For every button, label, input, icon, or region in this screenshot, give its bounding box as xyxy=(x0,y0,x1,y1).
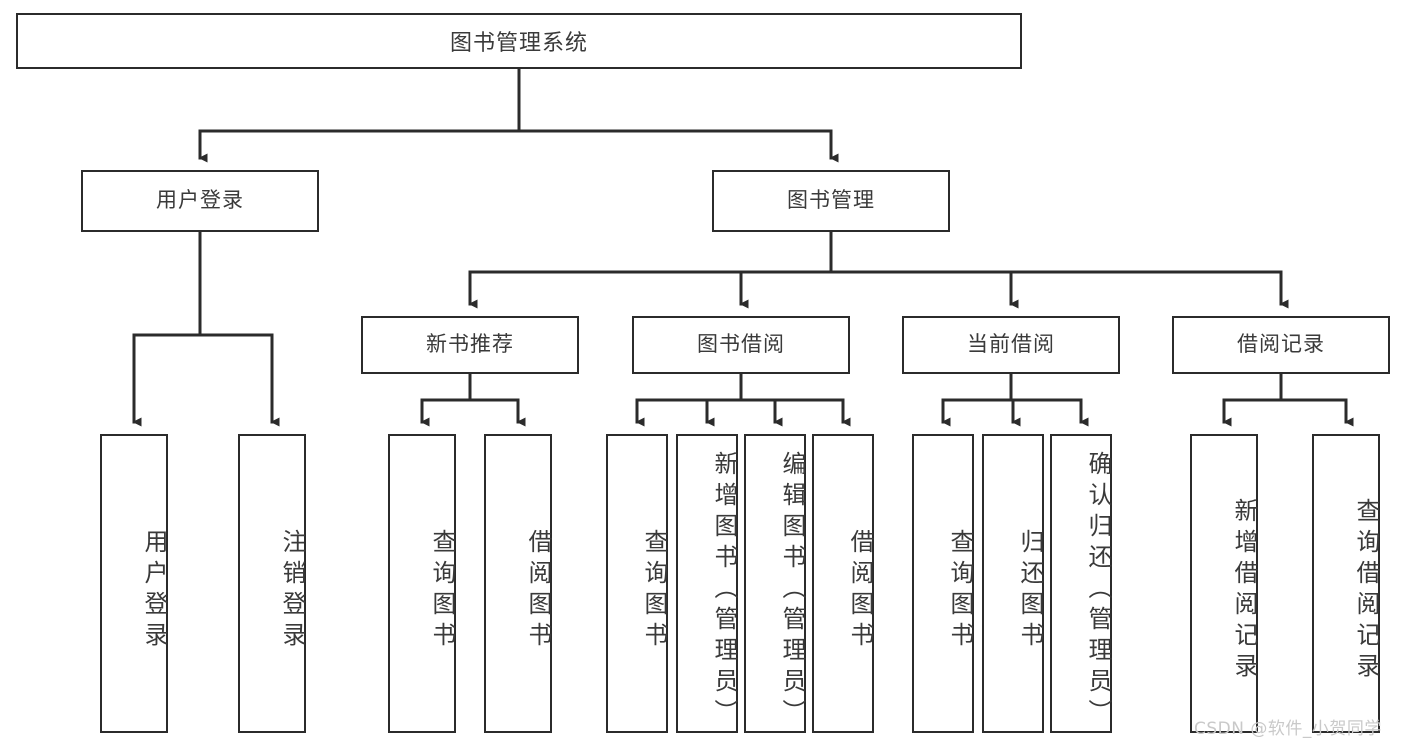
leaf-edit-book-admin[interactable]: 编辑图书（管理员） xyxy=(744,434,806,733)
leaf-borrow-book-action[interactable]: 借阅图书 xyxy=(812,434,874,733)
leaf-query-book-current[interactable]: 查询图书 xyxy=(912,434,974,733)
node-user-login[interactable]: 用户登录 xyxy=(81,170,319,232)
leaf-return-book[interactable]: 归还图书 xyxy=(982,434,1044,733)
leaf-query-book-recommend[interactable]: 查询图书 xyxy=(388,434,456,733)
node-current-borrow[interactable]: 当前借阅 xyxy=(902,316,1120,374)
leaf-query-borrow-record[interactable]: 查询借阅记录 xyxy=(1312,434,1380,733)
leaf-user-login-action[interactable]: 用户登录 xyxy=(100,434,168,733)
leaf-query-book-borrow[interactable]: 查询图书 xyxy=(606,434,668,733)
leaf-add-borrow-record[interactable]: 新增借阅记录 xyxy=(1190,434,1258,733)
node-root-system[interactable]: 图书管理系统 xyxy=(16,13,1022,69)
leaf-add-book-admin[interactable]: 新增图书（管理员） xyxy=(676,434,738,733)
node-book-management[interactable]: 图书管理 xyxy=(712,170,950,232)
leaf-confirm-return-admin[interactable]: 确认归还（管理员） xyxy=(1050,434,1112,733)
node-book-borrow[interactable]: 图书借阅 xyxy=(632,316,850,374)
node-borrow-record[interactable]: 借阅记录 xyxy=(1172,316,1390,374)
leaf-borrow-book-recommend[interactable]: 借阅图书 xyxy=(484,434,552,733)
node-new-book-recommend[interactable]: 新书推荐 xyxy=(361,316,579,374)
leaf-user-logout-action[interactable]: 注销登录 xyxy=(238,434,306,733)
csdn-watermark: CSDN @软件_小贺同学 xyxy=(1194,719,1382,739)
